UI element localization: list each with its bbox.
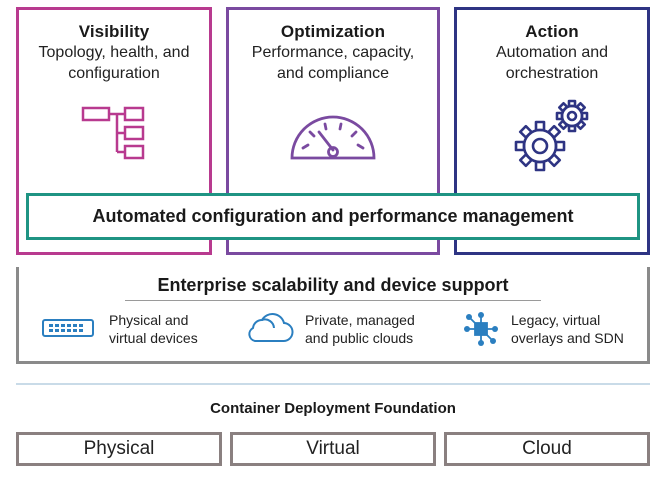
automated-management-label: Automated configuration and performance … — [92, 206, 574, 226]
action-desc-line2: orchestration — [505, 65, 599, 82]
foundation-virtual-label: Virtual — [306, 438, 360, 459]
sdn-line1: Legacy, virtual — [511, 312, 601, 328]
enterprise-item-devices: Physical and virtual devices — [41, 311, 198, 347]
action-title: Action — [525, 22, 579, 41]
foundation-physical-box: Physical — [16, 432, 222, 466]
optimization-title: Optimization — [280, 22, 386, 41]
gears-icon — [514, 99, 589, 172]
foundation-cloud-box: Cloud — [444, 432, 650, 466]
clouds-line2: and public clouds — [305, 330, 414, 346]
visibility-title: Visibility — [78, 22, 150, 41]
sdn-line2: overlays and SDN — [511, 330, 624, 346]
network-switch-icon — [42, 319, 94, 337]
automated-management-bar: Automated configuration and performance … — [26, 193, 640, 240]
enterprise-title: Enterprise scalability and device suppor… — [157, 275, 509, 295]
optimization-desc-line1: Performance, capacity, — [251, 44, 415, 61]
foundation-cloud-label: Cloud — [522, 438, 572, 459]
foundation-virtual-box: Virtual — [230, 432, 436, 466]
enterprise-support-panel: Enterprise scalability and device suppor… — [16, 267, 650, 364]
clouds-line1: Private, managed — [305, 312, 415, 328]
cloud-icon — [248, 313, 294, 343]
foundation-physical-label: Physical — [83, 438, 155, 459]
devices-line1: Physical and — [109, 312, 189, 328]
network-nodes-icon — [464, 312, 498, 346]
enterprise-item-clouds: Private, managed and public clouds — [243, 311, 415, 347]
devices-line2: virtual devices — [109, 330, 198, 346]
enterprise-divider — [125, 300, 541, 301]
foundation-title: Container Deployment Foundation — [210, 400, 456, 417]
section-divider — [16, 383, 650, 385]
visibility-desc-line2: configuration — [68, 65, 160, 82]
optimization-desc-line2: and compliance — [276, 65, 390, 82]
topology-tree-icon — [81, 106, 145, 160]
action-desc-line1: Automation and — [495, 44, 609, 61]
visibility-desc-line1: Topology, health, and — [38, 44, 190, 61]
gauge-icon — [290, 115, 376, 160]
enterprise-item-sdn: Legacy, virtual overlays and SDN — [461, 311, 624, 347]
